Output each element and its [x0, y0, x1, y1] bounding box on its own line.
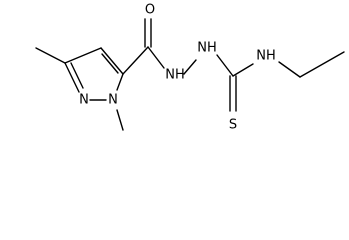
chemical-structure-diagram: O N N NH NH NH S: [35, 3, 345, 133]
atom-label-nitrogen-1: N: [108, 93, 118, 108]
pyrazole-ring: [64, 47, 124, 101]
bond-n1-methyl: [116, 109, 124, 131]
bond-ch2-ch3: [299, 51, 345, 78]
bond-c4-c3: [64, 47, 102, 64]
bond-c4-c5: [100, 47, 124, 75]
atom-label-hydrazide-nh-2: NH: [197, 41, 217, 56]
atom-label-ethyl-nh: NH: [256, 49, 276, 64]
bond-n1-c5: [116, 73, 124, 91]
bond-c5-carbonyl: [122, 46, 149, 75]
atom-label-hydrazide-nh-1: NH: [165, 68, 185, 83]
atom-label-nitrogen-2: N: [79, 93, 89, 108]
bond-nh-nh: [183, 59, 197, 75]
atom-label-oxygen: O: [145, 3, 155, 18]
bond-c3-methyl: [35, 47, 66, 64]
bond-carbonyl-nh: [147, 46, 165, 69]
bond-nh-thioc: [216, 54, 234, 77]
bond-c4-c5-double: [101, 53, 119, 74]
atom-label-sulfur: S: [229, 118, 237, 133]
bond-thioc-nh: [232, 63, 254, 77]
bond-nh-ch2: [278, 61, 301, 78]
bond-c3-n2: [64, 62, 80, 93]
bond-c3-n2-double: [70, 62, 84, 89]
